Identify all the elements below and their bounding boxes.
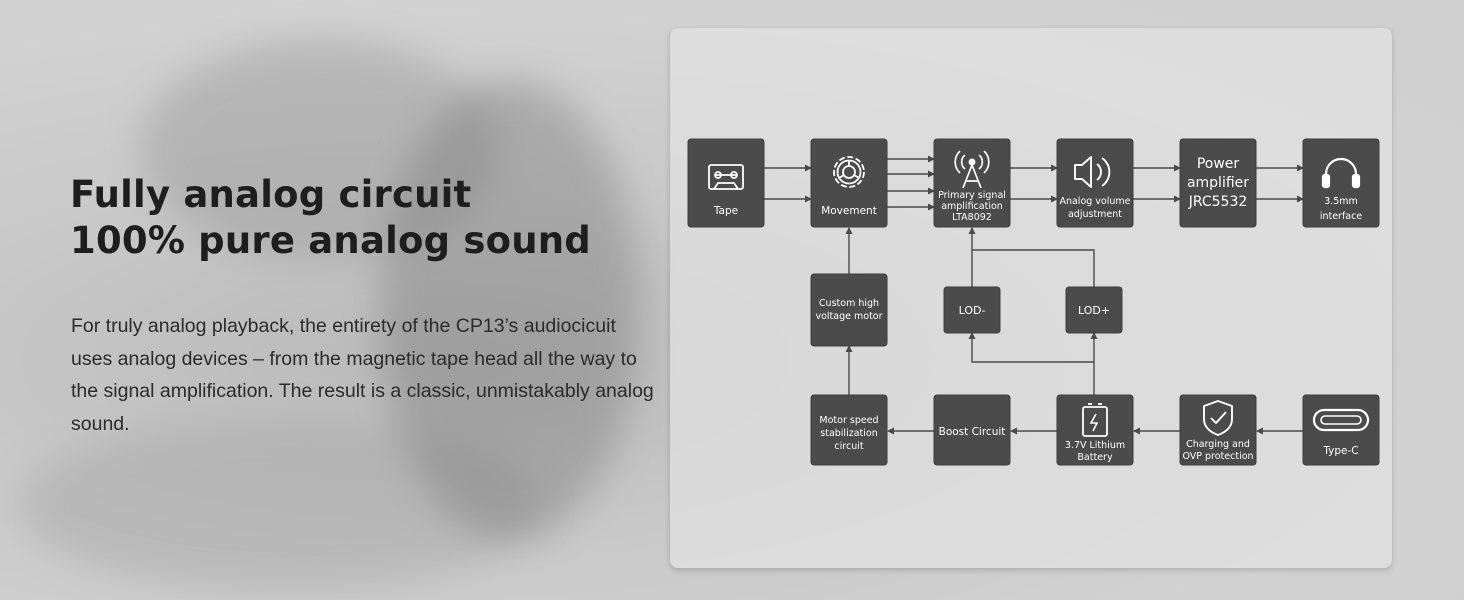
stabilization-line-3: circuit: [834, 441, 863, 452]
primary-amplification-block: Primary signal amplification LTA8092: [933, 138, 1011, 228]
usb-c-icon: [1312, 408, 1370, 432]
background-blur: [140, 40, 500, 260]
stabilization-block: Motor speed stabilization circuit: [810, 394, 888, 466]
lod-minus-label: LOD-: [959, 304, 986, 317]
background-blur: [380, 80, 640, 540]
lod-plus-to-primary-arrow: [972, 249, 1095, 287]
battery-to-lod-minus-arrow: [968, 332, 1094, 363]
primary-line-1: Primary signal: [938, 190, 1006, 201]
typec-block: Type-C: [1302, 394, 1380, 466]
stabilization-line-1: Motor speed: [819, 415, 878, 426]
motor-line-2: voltage motor: [815, 311, 882, 322]
headline-line-1: Fully analog circuit: [70, 173, 472, 216]
tape-label: Tape: [713, 205, 738, 217]
speaker-icon: [1074, 156, 1111, 188]
lod-plus-block: LOD+: [1065, 286, 1123, 334]
charging-line-1: Charging and: [1186, 439, 1250, 450]
power-amp-line-3: JRC5532: [1188, 194, 1248, 210]
interface-line-2: interface: [1320, 211, 1363, 222]
volume-block: Analog volume adjustment: [1056, 138, 1134, 228]
interface-block: 3.5mm interface: [1302, 138, 1380, 228]
headline-line-2: 100% pure analog sound: [70, 219, 591, 262]
primary-line-2: amplification: [941, 201, 1003, 212]
boost-block: Boost Circuit: [933, 394, 1011, 466]
connectors: [764, 155, 1304, 435]
description: For truly analog playback, the entirety …: [71, 315, 654, 435]
boost-label: Boost Circuit: [939, 426, 1006, 438]
primary-line-3: LTA8092: [952, 212, 992, 223]
lod-minus-block: LOD-: [943, 286, 1001, 334]
interface-line-1: 3.5mm: [1324, 196, 1358, 207]
battery-line-1: 3.7V Lithium: [1065, 440, 1125, 451]
volume-line-2: adjustment: [1068, 209, 1122, 220]
motor-block: Custom high voltage motor: [810, 273, 888, 347]
battery-icon: [1082, 403, 1108, 437]
motor-line-1: Custom high: [819, 298, 879, 309]
battery-line-2: Battery: [1077, 452, 1113, 463]
volume-line-1: Analog volume: [1059, 196, 1130, 207]
power-amp-line-2: amplifier: [1187, 175, 1249, 191]
movement-block: Movement: [810, 138, 888, 228]
lod-plus-label: LOD+: [1078, 304, 1110, 317]
circuit-diagram-panel: [670, 28, 1392, 568]
power-amp-line-1: Power: [1197, 156, 1240, 172]
charging-block: Charging and OVP protection: [1179, 394, 1257, 466]
shield-check-icon: [1203, 400, 1233, 436]
movement-label: Movement: [821, 205, 877, 217]
tape-block: Tape: [687, 138, 765, 228]
headphones-icon: [1321, 157, 1361, 189]
stabilization-line-2: stabilization: [820, 428, 877, 439]
cassette-icon: [708, 164, 744, 190]
headline: Fully analog circuit 100% pure analog so…: [70, 172, 591, 264]
typec-label: Type-C: [1322, 445, 1358, 457]
gear-icon: [833, 156, 865, 188]
charging-line-2: OVP protection: [1182, 451, 1253, 462]
power-amplifier-block: Power amplifier JRC5532: [1179, 138, 1257, 228]
battery-block: 3.7V Lithium Battery: [1056, 394, 1134, 466]
antenna-icon: [954, 150, 990, 189]
background-blur: [20, 420, 540, 590]
